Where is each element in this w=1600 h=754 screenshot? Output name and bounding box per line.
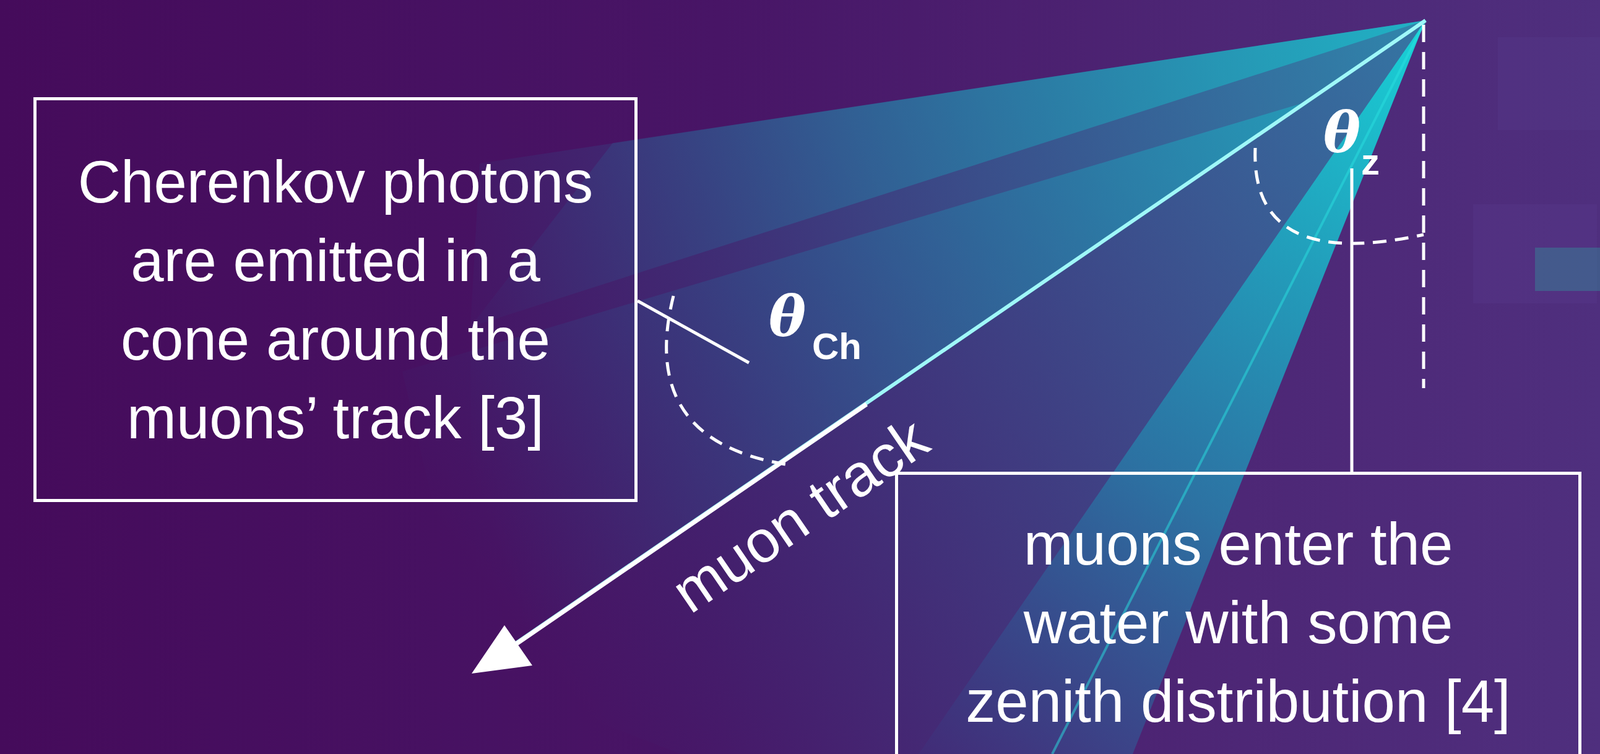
angle-subscript: Ch [812,328,862,366]
callout-text: muons enter the water with some zenith d… [916,504,1560,741]
callout-box: muons enter the water with some zenith d… [895,471,1582,754]
callout-text: Cherenkov photons are emitted in a cone … [53,142,618,457]
callout-box: Cherenkov photons are emitted in a cone … [33,97,638,502]
angle-symbol: θ [768,288,806,345]
angle-subscript: z [1361,143,1380,181]
angle-symbol: θ [1323,104,1361,161]
